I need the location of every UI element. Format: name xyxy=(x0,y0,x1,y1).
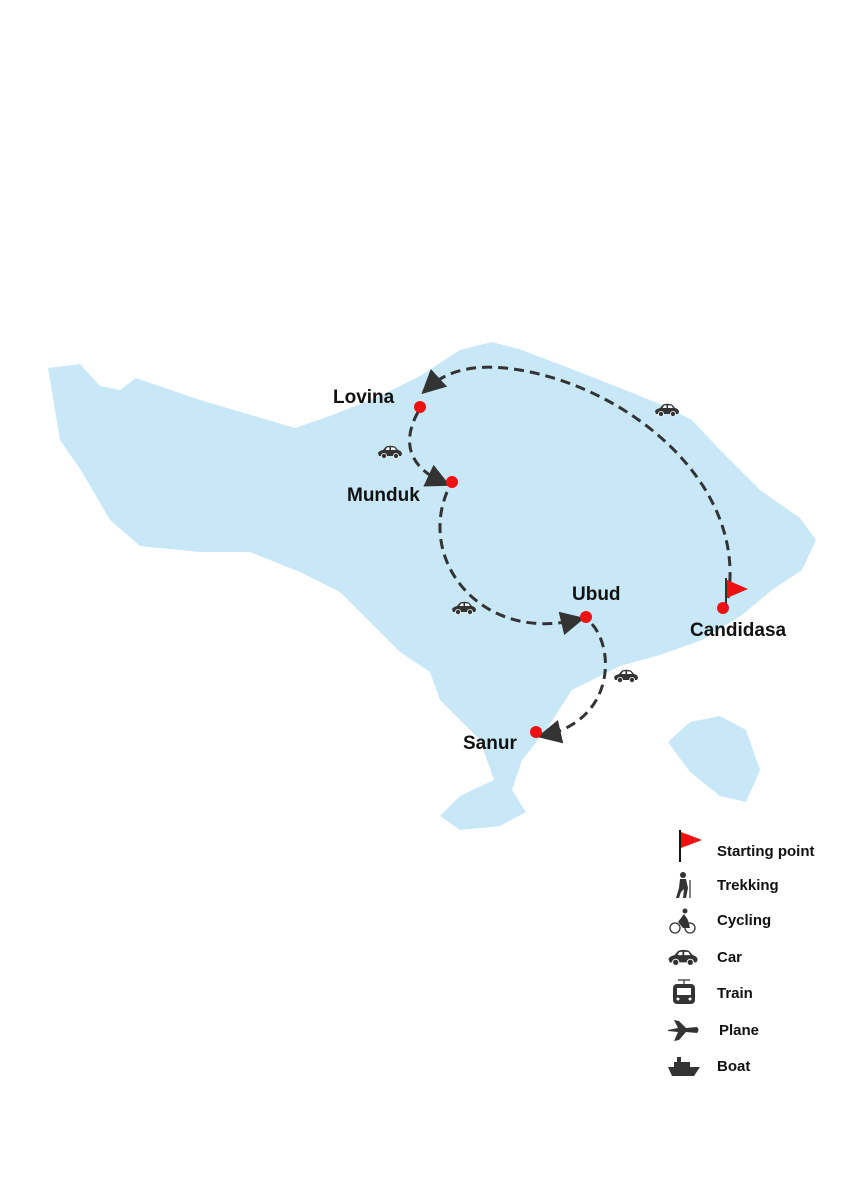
boat-icon xyxy=(668,1057,700,1076)
stop-munduk xyxy=(446,476,458,488)
legend-trekking: Trekking xyxy=(717,877,779,894)
route-ubud-sanur xyxy=(537,623,607,744)
route-lines xyxy=(408,365,732,744)
stop-markers xyxy=(414,401,729,738)
legend-plane: Plane xyxy=(719,1022,760,1039)
label-munduk: Munduk xyxy=(347,485,420,506)
label-lovina: Lovina xyxy=(333,387,395,408)
stop-sanur xyxy=(530,726,542,738)
stop-ubud xyxy=(580,611,592,623)
flag-icon xyxy=(679,830,702,862)
plane-icon xyxy=(668,1020,699,1041)
nusa-penida-island xyxy=(668,716,760,802)
stop-candidasa xyxy=(717,602,729,614)
car-icon xyxy=(613,669,639,683)
car-icon xyxy=(667,949,699,966)
route-candidasa-lovina xyxy=(421,365,732,599)
legend-starting-point: Starting point xyxy=(717,843,815,860)
label-ubud: Ubud xyxy=(572,584,621,605)
route-munduk-ubud xyxy=(438,491,585,636)
label-candidasa: Candidasa xyxy=(690,620,787,641)
legend-train: Train xyxy=(717,985,753,1002)
bicycle-icon xyxy=(669,908,696,934)
hiker-icon xyxy=(676,872,691,898)
legend-cycling: Cycling xyxy=(717,912,772,929)
legend-car: Car xyxy=(717,949,743,966)
label-sanur: Sanur xyxy=(463,733,517,754)
train-icon xyxy=(673,979,695,1004)
stop-lovina xyxy=(414,401,426,413)
legend-boat: Boat xyxy=(717,1058,751,1075)
bali-island xyxy=(48,342,816,830)
